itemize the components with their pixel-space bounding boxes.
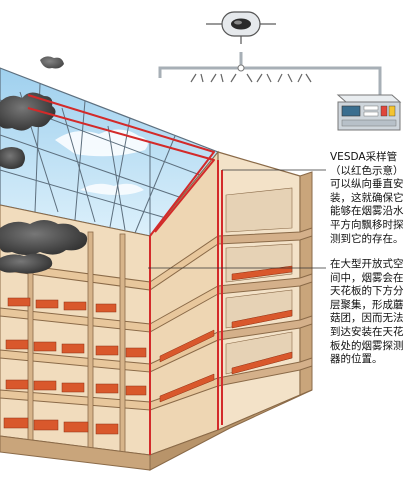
vesda-detector-unit-icon — [336, 94, 402, 131]
callout-line: 装，这就确保它 — [330, 191, 404, 204]
callout-line: VESDA采样管 — [330, 151, 398, 163]
callout-line: 菇团，因而无法 — [330, 312, 404, 325]
callout-line: 器的位置。 — [330, 353, 383, 366]
callout-line: 层聚集，形成蘑 — [330, 298, 404, 311]
pipe-junction — [237, 64, 245, 72]
smoke-plume-icon — [0, 56, 88, 274]
vesda-sampling-pipes-red — [27, 94, 223, 455]
callout-line: 在大型开放式空 — [330, 258, 404, 270]
callout-line: 间中，烟雾会在 — [330, 271, 404, 284]
callout-line: 能够在烟雾沿水 — [330, 205, 404, 218]
callout-vesda-pipes: VESDA采样管 （以红色示意） 可以纵向垂直安 装，这就确保它 能够在烟雾沿水… — [330, 151, 404, 246]
callout-line: 测到它的存在。 — [330, 232, 404, 245]
callout-line: 平方向飘移时探 — [330, 218, 404, 231]
horizontal-sampling-pipe — [158, 52, 382, 95]
callout-leaders — [148, 169, 326, 269]
stored-goods-left — [3, 297, 147, 435]
callout-line: 到达安装在天花 — [330, 325, 404, 338]
right-building-block — [149, 151, 313, 471]
callout-line: 可以纵向垂直安 — [330, 178, 404, 191]
callout-line: （以红色示意） — [330, 164, 404, 177]
callout-line: 板处的烟雾探测 — [330, 339, 404, 352]
callout-open-space-smoke: 在大型开放式空 间中，烟雾会在 天花板的下方分 层聚集，形成蘑 菇团，因而无法 … — [330, 258, 404, 367]
callout-line: 天花板的下方分 — [330, 285, 404, 298]
sampling-holes — [190, 73, 312, 83]
sampling-head-icon — [206, 11, 276, 44]
